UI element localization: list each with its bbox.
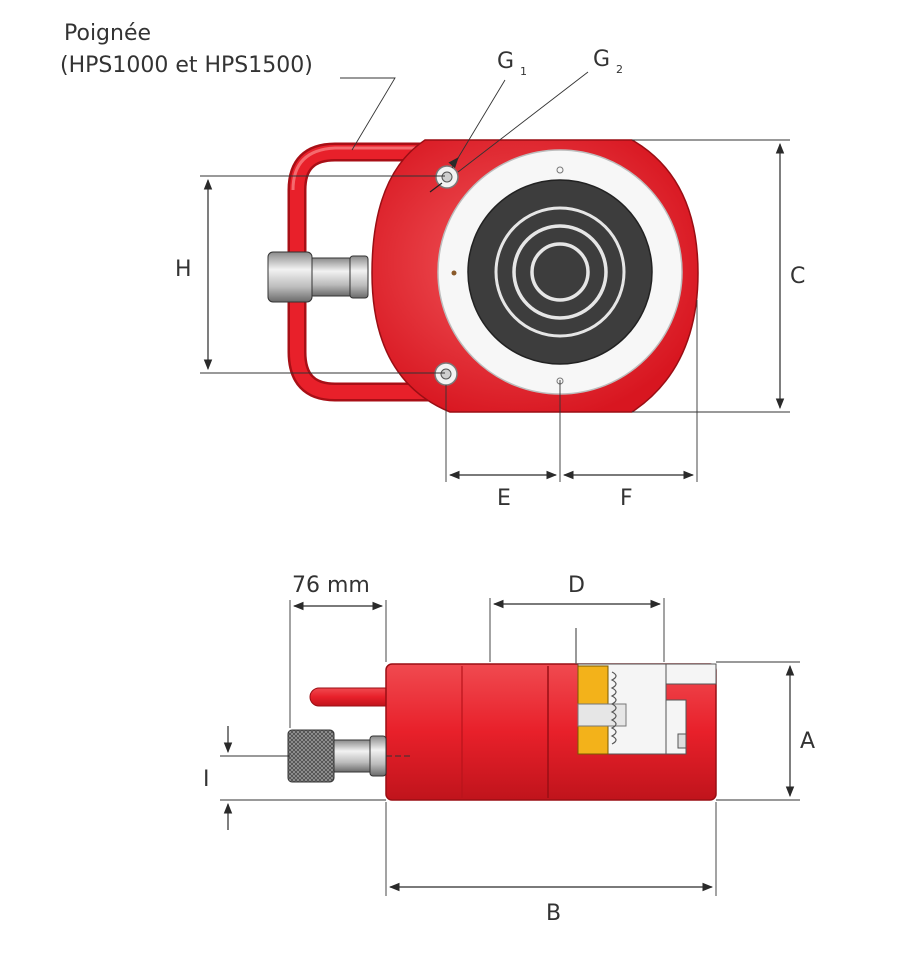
g1-label: G [497, 49, 514, 74]
dimension-76mm-label: 76 mm [292, 573, 370, 598]
plunger-grooves [494, 206, 626, 338]
dimension-e-label: E [497, 486, 511, 511]
dimension-f-label: F [620, 486, 633, 511]
dimension-b: B [385, 802, 717, 926]
mounting-hole-g1 [435, 165, 459, 189]
mounting-hole-bottom [434, 362, 458, 386]
ring-hole-top [556, 166, 564, 174]
handle-caption-line1: Poignée [64, 21, 151, 46]
dimension-a-label: A [800, 729, 815, 754]
dimension-a: A [716, 661, 815, 801]
dimension-d-label: D [568, 573, 585, 598]
g2-subscript: 2 [616, 63, 623, 76]
handle-caption-line2: (HPS1000 et HPS1500) [60, 53, 313, 78]
dimension-c: C [632, 139, 805, 413]
dimension-76mm: 76 mm [289, 573, 387, 728]
coupler-fitting-top [267, 251, 369, 303]
g-arrows [429, 158, 458, 193]
g2-label: G [593, 47, 610, 72]
handle-leader [340, 77, 396, 151]
dimension-h-label: H [175, 257, 192, 282]
coupler-fitting-side [287, 729, 412, 783]
dimension-e-f: E F [445, 300, 698, 511]
section-cutaway [575, 628, 717, 755]
dimension-i-label: I [203, 767, 210, 792]
dimension-c-label: C [790, 264, 805, 289]
body-pin [451, 270, 457, 276]
dimension-d: D [489, 573, 665, 662]
dimension-h: H [175, 175, 445, 374]
top-view: H C E F [175, 71, 805, 511]
g2-leader [457, 71, 589, 173]
g1-subscript: 1 [520, 65, 527, 78]
side-view: 76 mm D A I B [203, 573, 815, 926]
dimension-i: I [203, 726, 386, 830]
dimension-b-label: B [546, 901, 561, 926]
